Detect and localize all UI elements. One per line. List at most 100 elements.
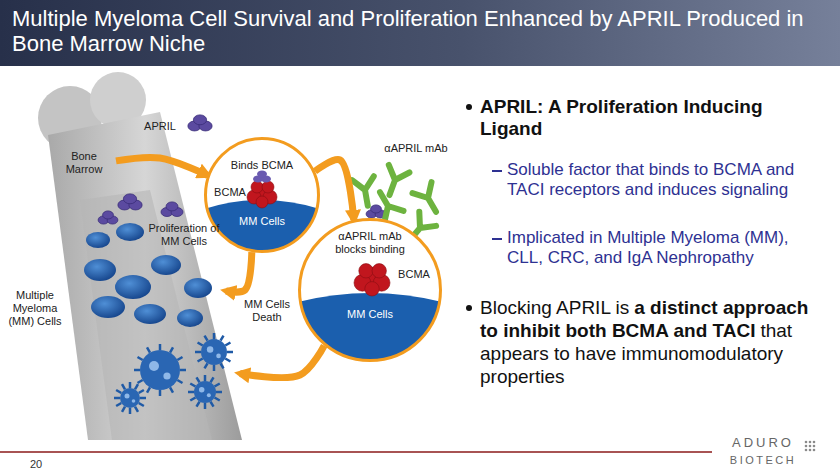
antibody <box>352 176 379 207</box>
logo-dot <box>809 449 812 452</box>
bullet-dash <box>492 170 502 172</box>
cell-spike <box>213 365 216 371</box>
process-arrow <box>226 252 252 292</box>
dead-cell-body <box>140 350 180 390</box>
dead-cell-body <box>201 339 227 365</box>
cell-spike <box>190 398 195 401</box>
cell-spike <box>135 384 138 389</box>
mm-cell <box>116 223 144 241</box>
node-text: Bone Marrow <box>56 150 112 176</box>
cell-spike <box>221 363 224 368</box>
dead-cell <box>195 333 233 371</box>
vesicle <box>207 346 214 353</box>
node-text: Multiple Myeloma (MM) Cells <box>6 289 64 328</box>
cell-spike <box>122 384 125 389</box>
bullet-dot <box>466 104 472 110</box>
mm-cell <box>86 232 110 248</box>
bcma-lobe <box>256 196 268 208</box>
vesicle <box>125 394 130 399</box>
cell-spike <box>225 359 230 362</box>
logo-dots <box>805 441 816 452</box>
april-subunit <box>103 211 114 219</box>
dead-cell <box>114 382 146 414</box>
cell-spike <box>227 351 233 354</box>
cell-spike <box>116 390 121 393</box>
bcma-lobe <box>365 282 379 296</box>
logo-word: ADURO <box>722 436 804 449</box>
cell-spike <box>204 403 207 409</box>
bcma-receptor <box>247 181 277 208</box>
cell-spike <box>122 407 125 412</box>
logo-dot <box>813 445 816 448</box>
node-text: αAPRIL mAb blocks binding <box>324 230 416 256</box>
bullet-paragraph: Blocking APRIL isa distinct approach to … <box>480 296 820 388</box>
cell-spike <box>195 351 201 354</box>
cell-spike <box>197 377 200 382</box>
cell-spike <box>114 397 120 400</box>
node-text: BCMA <box>394 268 434 281</box>
bcma-lobe <box>262 181 274 193</box>
circle-border <box>206 139 319 252</box>
edge-label: Proliferation of MM Cells <box>148 222 220 248</box>
cell-spike <box>213 333 216 339</box>
vesicle <box>149 361 159 371</box>
cell-spike <box>198 343 203 346</box>
mm-cell <box>115 275 151 299</box>
circle-border <box>300 220 441 361</box>
cell-spike <box>134 369 140 372</box>
cell-spike <box>129 382 132 388</box>
mm-cell-cluster: Multiple Myeloma (MM) Cells <box>68 255 226 335</box>
edge-label: APRIL <box>134 120 186 133</box>
bullet-dash <box>492 238 502 240</box>
bullet-heading: APRIL: A Proliferation Inducing Ligand <box>480 96 820 140</box>
mm-cell <box>134 304 166 324</box>
logo-dot <box>809 441 812 444</box>
bcma-lobe <box>372 264 386 278</box>
page-number: 20 <box>30 458 50 471</box>
cell-spike <box>140 397 146 400</box>
process-arrow <box>116 157 207 175</box>
mm-cell <box>151 255 181 275</box>
logo-dot <box>805 441 808 444</box>
node-text: MM Cells <box>222 215 302 228</box>
cell-spike <box>177 357 182 360</box>
mm-cell <box>84 259 116 281</box>
cell-spike <box>188 391 194 394</box>
mm-cell <box>184 278 212 298</box>
bound-april <box>257 171 267 178</box>
cell-spike <box>177 380 182 383</box>
vesicle <box>132 399 136 403</box>
sub-bullet: Implicated in Multiple Myeloma (MM), CLL… <box>507 228 819 268</box>
logo-dot <box>805 449 808 452</box>
april-subunit <box>166 202 178 211</box>
bone-marrow-label-box: Bone Marrow <box>52 146 116 180</box>
cell-spike <box>159 344 162 350</box>
process-arrow <box>240 346 324 378</box>
cell-spike <box>205 363 208 368</box>
cell-spike <box>116 403 121 406</box>
antibody <box>370 187 403 222</box>
bone <box>38 72 242 440</box>
process-arrow <box>315 160 354 220</box>
logo-dot <box>813 449 816 452</box>
bcma-lobe <box>359 264 373 278</box>
node-text: Binds BCMA <box>222 159 302 172</box>
dead-cell-body <box>194 381 216 403</box>
blocking-circle: αAPRIL mAb blocks bindingBCMAMM Cells <box>298 218 442 362</box>
cell-spike <box>147 347 150 352</box>
april-trimer <box>118 194 142 210</box>
vesicle <box>216 354 221 359</box>
cell-spike <box>204 375 207 381</box>
cell-spike <box>137 357 142 360</box>
april-trimer <box>98 211 118 224</box>
mm-cell <box>177 309 203 327</box>
bone-shaft <box>48 112 242 440</box>
bullet-text: Blocking APRIL is <box>480 297 629 318</box>
node-text: BCMA <box>210 186 250 199</box>
cell-spike <box>147 387 150 392</box>
vesicle <box>163 372 170 379</box>
april-trimer <box>188 115 212 131</box>
cell-spike <box>211 402 214 407</box>
node-text: MM Cells Death <box>236 298 298 324</box>
